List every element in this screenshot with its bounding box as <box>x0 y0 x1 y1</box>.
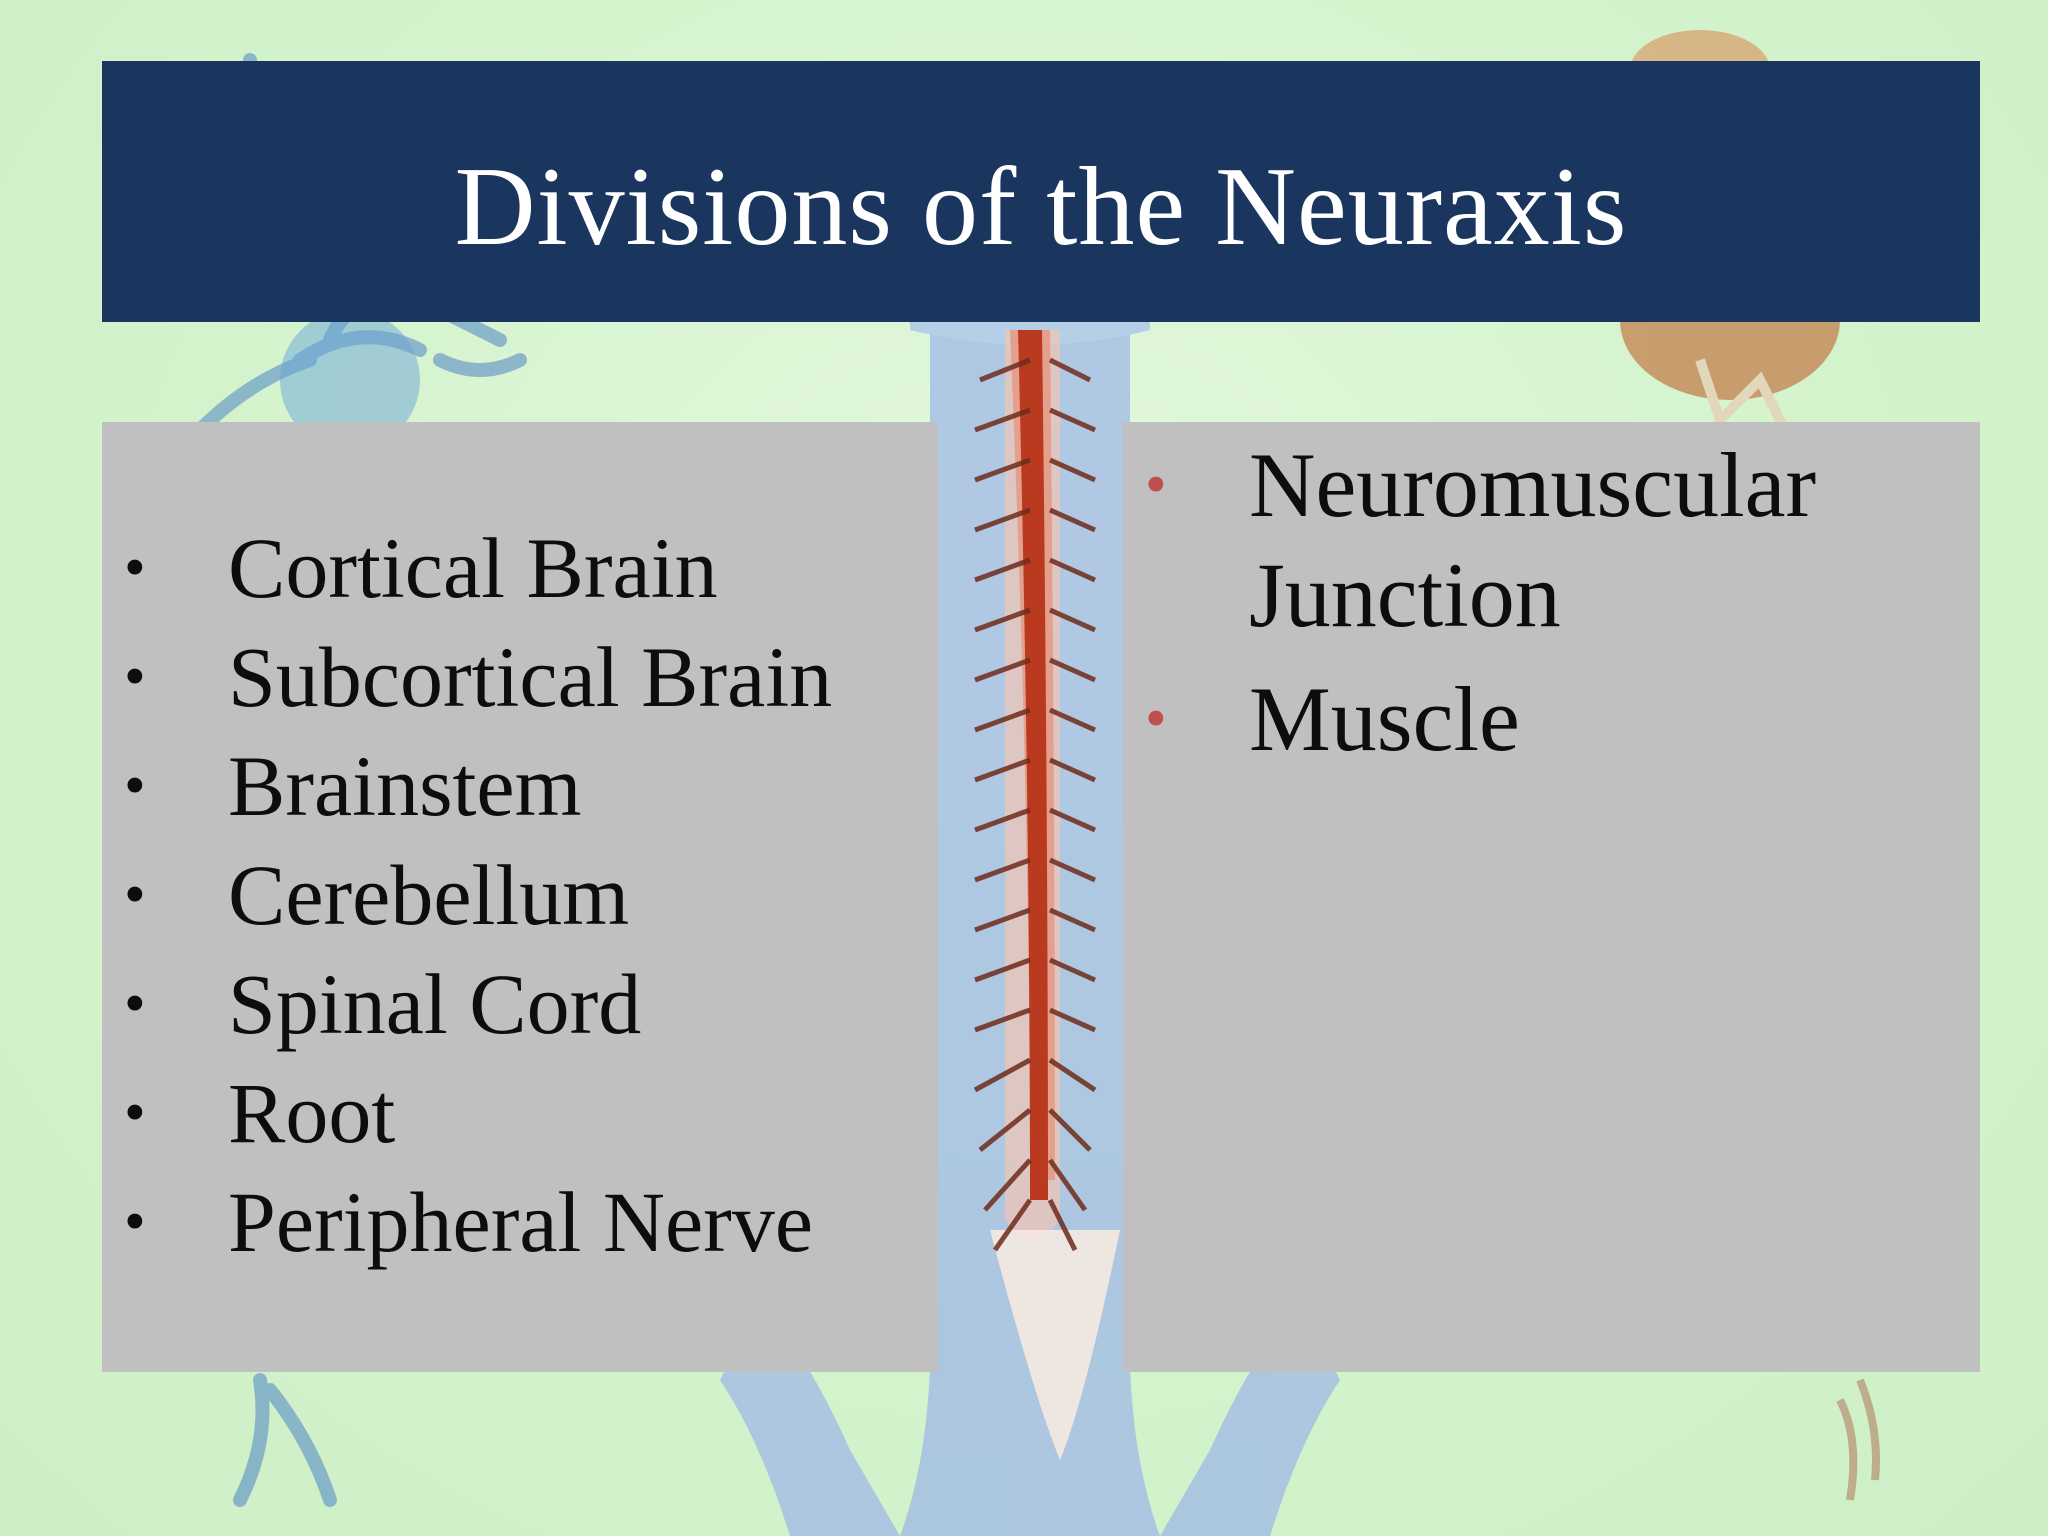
left-panel: • Cortical Brain • Subcortical Brain • Brai… <box>102 422 938 1372</box>
list-item-label: Neuromuscular Junction <box>1249 434 1817 646</box>
title-bar: Divisions of the Neuraxis <box>102 61 1980 322</box>
list-item-label: Peripheral Nerve <box>228 1174 813 1270</box>
slide-title: Divisions of the Neuraxis <box>454 145 1628 269</box>
bullet-icon: • <box>124 970 146 1038</box>
bullet-icon: • <box>124 861 146 929</box>
list-item: • Spinal Cord <box>102 950 938 1059</box>
list-item: • Subcortical Brain <box>102 623 938 732</box>
list-item: • Peripheral Nerve <box>102 1168 938 1277</box>
list-item-label: Cerebellum <box>228 847 630 943</box>
list-item-label: Cortical Brain <box>228 520 718 616</box>
list-item: • Cortical Brain <box>102 514 938 623</box>
list-item: • Brainstem <box>102 732 938 841</box>
list-item-label: Muscle <box>1249 668 1520 770</box>
list-item-label: Subcortical Brain <box>228 629 833 725</box>
spinal-nerve-roots <box>973 357 1097 1252</box>
bullet-icon: • <box>1145 685 1167 753</box>
list-item: • Muscle <box>1123 664 1980 774</box>
right-panel: • Neuromuscular Junction • Muscle <box>1123 422 1980 1372</box>
bullet-icon: • <box>124 1188 146 1256</box>
neuron-body <box>280 310 420 450</box>
bullet-icon: • <box>124 752 146 820</box>
list-item-label: Brainstem <box>228 738 582 834</box>
left-bullet-list: • Cortical Brain • Subcortical Brain • Brai… <box>102 514 938 1277</box>
bullet-icon: • <box>124 534 146 602</box>
list-item: • Root <box>102 1059 938 1168</box>
list-item: • Neuromuscular Junction <box>1123 430 1980 650</box>
list-item-label: Spinal Cord <box>228 956 642 1052</box>
bullet-icon: • <box>1145 451 1167 519</box>
list-item-label: Root <box>228 1065 396 1161</box>
bullet-icon: • <box>124 643 146 711</box>
bullet-icon: • <box>124 1079 146 1147</box>
list-item: • Cerebellum <box>102 841 938 950</box>
right-bullet-list: • Neuromuscular Junction • Muscle <box>1123 430 1980 774</box>
